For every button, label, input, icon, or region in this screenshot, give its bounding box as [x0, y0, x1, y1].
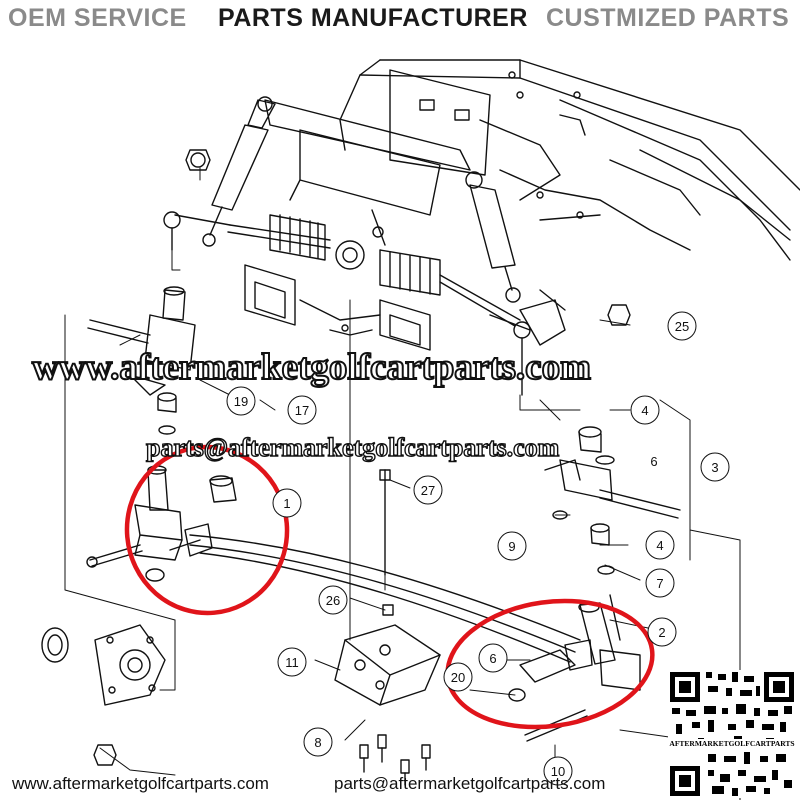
callout-20: 20 — [451, 670, 465, 685]
callout-bubbles — [226, 311, 730, 786]
rack-mount-brackets — [244, 264, 431, 351]
callout-2: 2 — [658, 625, 665, 640]
spring-center-plate — [334, 469, 441, 706]
callout-11: 11 — [285, 655, 299, 670]
banner-oem-service: OEM SERVICE — [8, 4, 187, 32]
right-spindle-knuckle — [544, 426, 681, 575]
callout-9: 9 — [508, 539, 515, 554]
callout-25: 25 — [675, 319, 689, 334]
watermark-website: www.aftermarketgolfcartparts.com — [31, 346, 592, 389]
top-banner: OEM SERVICE PARTS MANUFACTURER CUSTMIZED… — [0, 0, 800, 40]
qr-caption: AFTERMARKETGOLFCARTPARTS — [668, 739, 796, 748]
upper-cross-member — [264, 99, 471, 216]
callout-19: 19 — [234, 394, 248, 409]
highlight-circles — [124, 444, 655, 730]
right-spring-hanger — [508, 594, 641, 742]
callout-4-lower: 4 — [656, 538, 663, 553]
callout-27: 27 — [421, 483, 435, 498]
right-shock-absorber — [465, 171, 521, 303]
left-spring-hanger — [86, 465, 237, 582]
banner-customized-parts: CUSTMIZED PARTS — [546, 4, 790, 32]
hardware — [93, 149, 631, 786]
wheel-hub — [41, 624, 166, 706]
mounting-plate — [389, 69, 584, 219]
chassis-frame — [339, 59, 800, 261]
callout-6-left: 6 — [489, 651, 496, 666]
callout-10: 10 — [551, 764, 565, 779]
callout-numbers: 1 2 3 4 4 6 6 7 8 9 10 11 17 19 20 25 26… — [234, 319, 719, 779]
highlight-left-hanger — [124, 444, 290, 616]
callout-1: 1 — [283, 496, 290, 511]
right-tie-rod-end — [489, 289, 566, 396]
callout-17: 17 — [295, 403, 309, 418]
left-shock-absorber — [202, 96, 276, 247]
callout-26: 26 — [326, 593, 340, 608]
footer-website[interactable]: www.aftermarketgolfcartparts.com — [12, 774, 269, 793]
qr-code — [668, 670, 796, 798]
callout-3: 3 — [711, 460, 718, 475]
banner-parts-manufacturer: PARTS MANUFACTURER — [218, 4, 528, 32]
callout-6-right: 6 — [650, 454, 657, 469]
left-tie-rod-end — [163, 152, 231, 251]
highlight-right-hanger — [445, 598, 655, 730]
callout-8: 8 — [314, 735, 321, 750]
left-spindle-knuckle — [87, 286, 196, 435]
watermark-email: parts@aftermarketgolfcartparts.com — [145, 432, 560, 462]
qr-code-pattern — [668, 670, 796, 798]
steering-rack — [227, 209, 521, 327]
callout-7: 7 — [656, 576, 663, 591]
leaf-spring — [184, 523, 593, 671]
footer-email[interactable]: parts@aftermarketgolfcartparts.com — [334, 774, 606, 793]
callout-4-upper: 4 — [641, 403, 648, 418]
